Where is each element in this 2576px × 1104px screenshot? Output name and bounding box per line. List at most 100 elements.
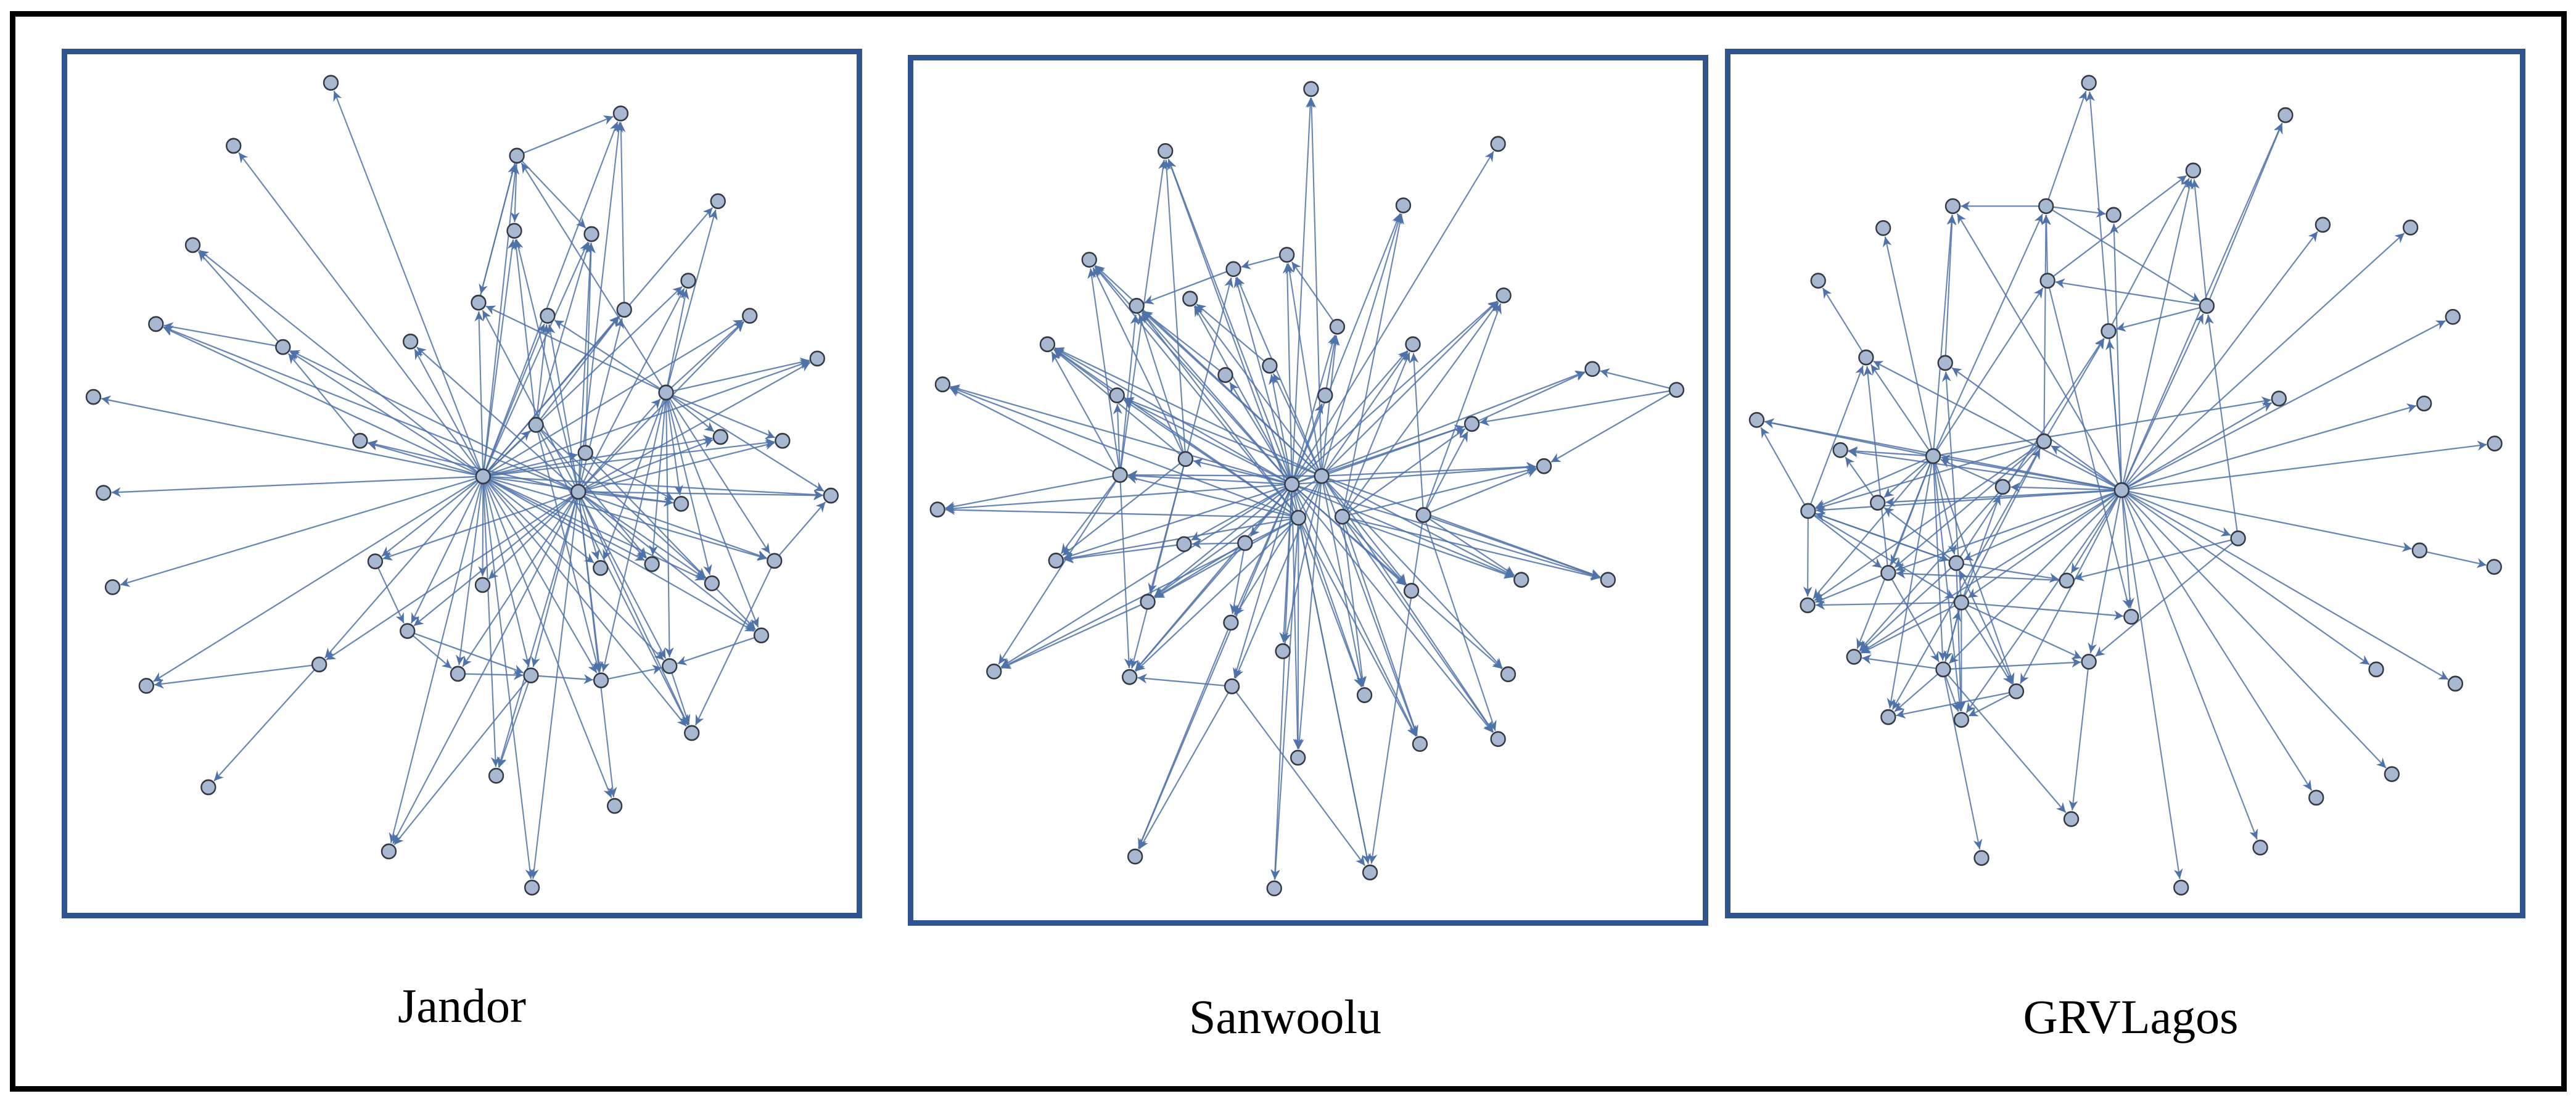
network-graph-jandor: [85, 75, 839, 896]
edge-arrow: [2128, 403, 2417, 489]
edge-arrow: [154, 664, 313, 689]
network-panel-sanwoolu: [908, 55, 1708, 926]
graph-node: [1944, 198, 1961, 215]
edge-arrow: [1124, 398, 1286, 482]
edge-arrow: [2128, 440, 2487, 490]
edge-arrow: [1935, 463, 2015, 684]
graph-node: [1112, 467, 1128, 483]
edge-arrow: [1323, 482, 1418, 736]
edge-arrow: [1887, 463, 1933, 709]
graph-node: [1140, 593, 1156, 610]
edge-arrow: [1291, 261, 1334, 321]
edge-arrow: [485, 241, 589, 470]
edge-arrow: [1848, 447, 2115, 490]
graph-node: [474, 577, 491, 593]
edge-arrow: [2094, 542, 2233, 657]
edge-arrow: [368, 440, 572, 491]
edge-arrow: [1270, 492, 1293, 880]
graph-node: [2271, 390, 2287, 407]
edge-arrow: [498, 682, 529, 768]
edge-arrow: [667, 209, 718, 385]
edge-arrow: [677, 636, 755, 665]
edge-arrow: [1859, 567, 1952, 652]
graph-node: [684, 725, 700, 741]
edge-arrow: [1053, 348, 1112, 392]
edge-arrow: [1120, 314, 1140, 468]
graph-node: [1403, 582, 1420, 599]
edge-arrow: [1956, 571, 1965, 711]
edge-arrow: [514, 239, 577, 485]
graph-node: [524, 879, 540, 896]
edge-arrow: [1896, 569, 2060, 581]
edge-arrow: [1764, 418, 1927, 456]
graph-node: [710, 193, 726, 210]
graph-node: [1217, 367, 1233, 383]
graph-node: [540, 308, 556, 324]
edge-arrow: [945, 484, 1285, 514]
edge-arrow: [326, 495, 573, 661]
graph-node: [753, 627, 770, 644]
edge-arrow: [488, 479, 755, 632]
graph-node: [1810, 273, 1826, 289]
graph-node: [2384, 766, 2400, 782]
graph-node: [311, 656, 327, 673]
edge-arrow: [578, 499, 617, 797]
graph-node: [2036, 433, 2052, 450]
edge-arrow: [2052, 206, 2106, 218]
graph-node: [2487, 435, 2503, 451]
graph-node: [644, 556, 660, 572]
graph-node: [1081, 252, 1097, 268]
edge-arrow: [289, 350, 478, 474]
graph-node: [275, 339, 291, 355]
edge-arrow: [1167, 159, 1290, 478]
graph-node: [1182, 290, 1198, 307]
graph-node: [1290, 509, 1307, 526]
edge-arrow: [290, 350, 572, 490]
edge-arrow: [1153, 488, 1287, 598]
graph-node: [1832, 442, 1848, 458]
edge-arrow: [1883, 507, 1951, 559]
edge-arrow: [1813, 461, 1929, 599]
graph-node: [1317, 387, 1333, 403]
edge-arrow: [416, 346, 574, 488]
graph-node: [616, 302, 632, 318]
edge-arrow: [1293, 525, 1303, 749]
edge-arrow: [2209, 123, 2283, 300]
edge-arrow: [2068, 669, 2089, 811]
edge-arrow: [1346, 521, 1406, 585]
edge-arrow: [1950, 657, 2081, 670]
edge-arrow: [529, 499, 578, 879]
graph-node: [593, 672, 609, 688]
edge-arrow: [1137, 629, 1229, 849]
edge-arrow: [1956, 213, 2118, 484]
edge-arrow: [2047, 91, 2088, 199]
edge-arrow: [2041, 215, 2051, 434]
graph-node: [2039, 273, 2055, 289]
edge-arrow: [1092, 267, 1183, 453]
graph-node: [1463, 416, 1480, 432]
edge-arrow: [1187, 277, 1233, 452]
graph-node: [104, 579, 121, 595]
graph-node: [2059, 572, 2075, 589]
graph-node: [1129, 297, 1145, 314]
edge-arrow: [1859, 446, 2040, 651]
edge-arrow: [1064, 544, 1177, 564]
edge-arrow: [1848, 446, 1927, 456]
graph-node: [1875, 220, 1891, 236]
edge-arrow: [1944, 611, 1961, 662]
edge-arrow: [672, 394, 776, 439]
graph-node: [2447, 675, 2464, 692]
graph-node: [1496, 287, 1512, 303]
graph-node: [1048, 553, 1064, 569]
edge-arrow: [382, 493, 572, 561]
graph-node: [612, 105, 629, 122]
edge-arrow: [1935, 213, 2043, 450]
graph-node: [1500, 666, 1516, 683]
graph-node: [1314, 468, 1330, 484]
edge-arrow: [2125, 496, 2313, 791]
edge-arrow: [478, 484, 488, 577]
edge-arrow: [1862, 654, 1936, 669]
edge-arrow: [487, 481, 664, 661]
edge-arrow: [488, 319, 743, 474]
edge-arrow: [163, 326, 572, 490]
